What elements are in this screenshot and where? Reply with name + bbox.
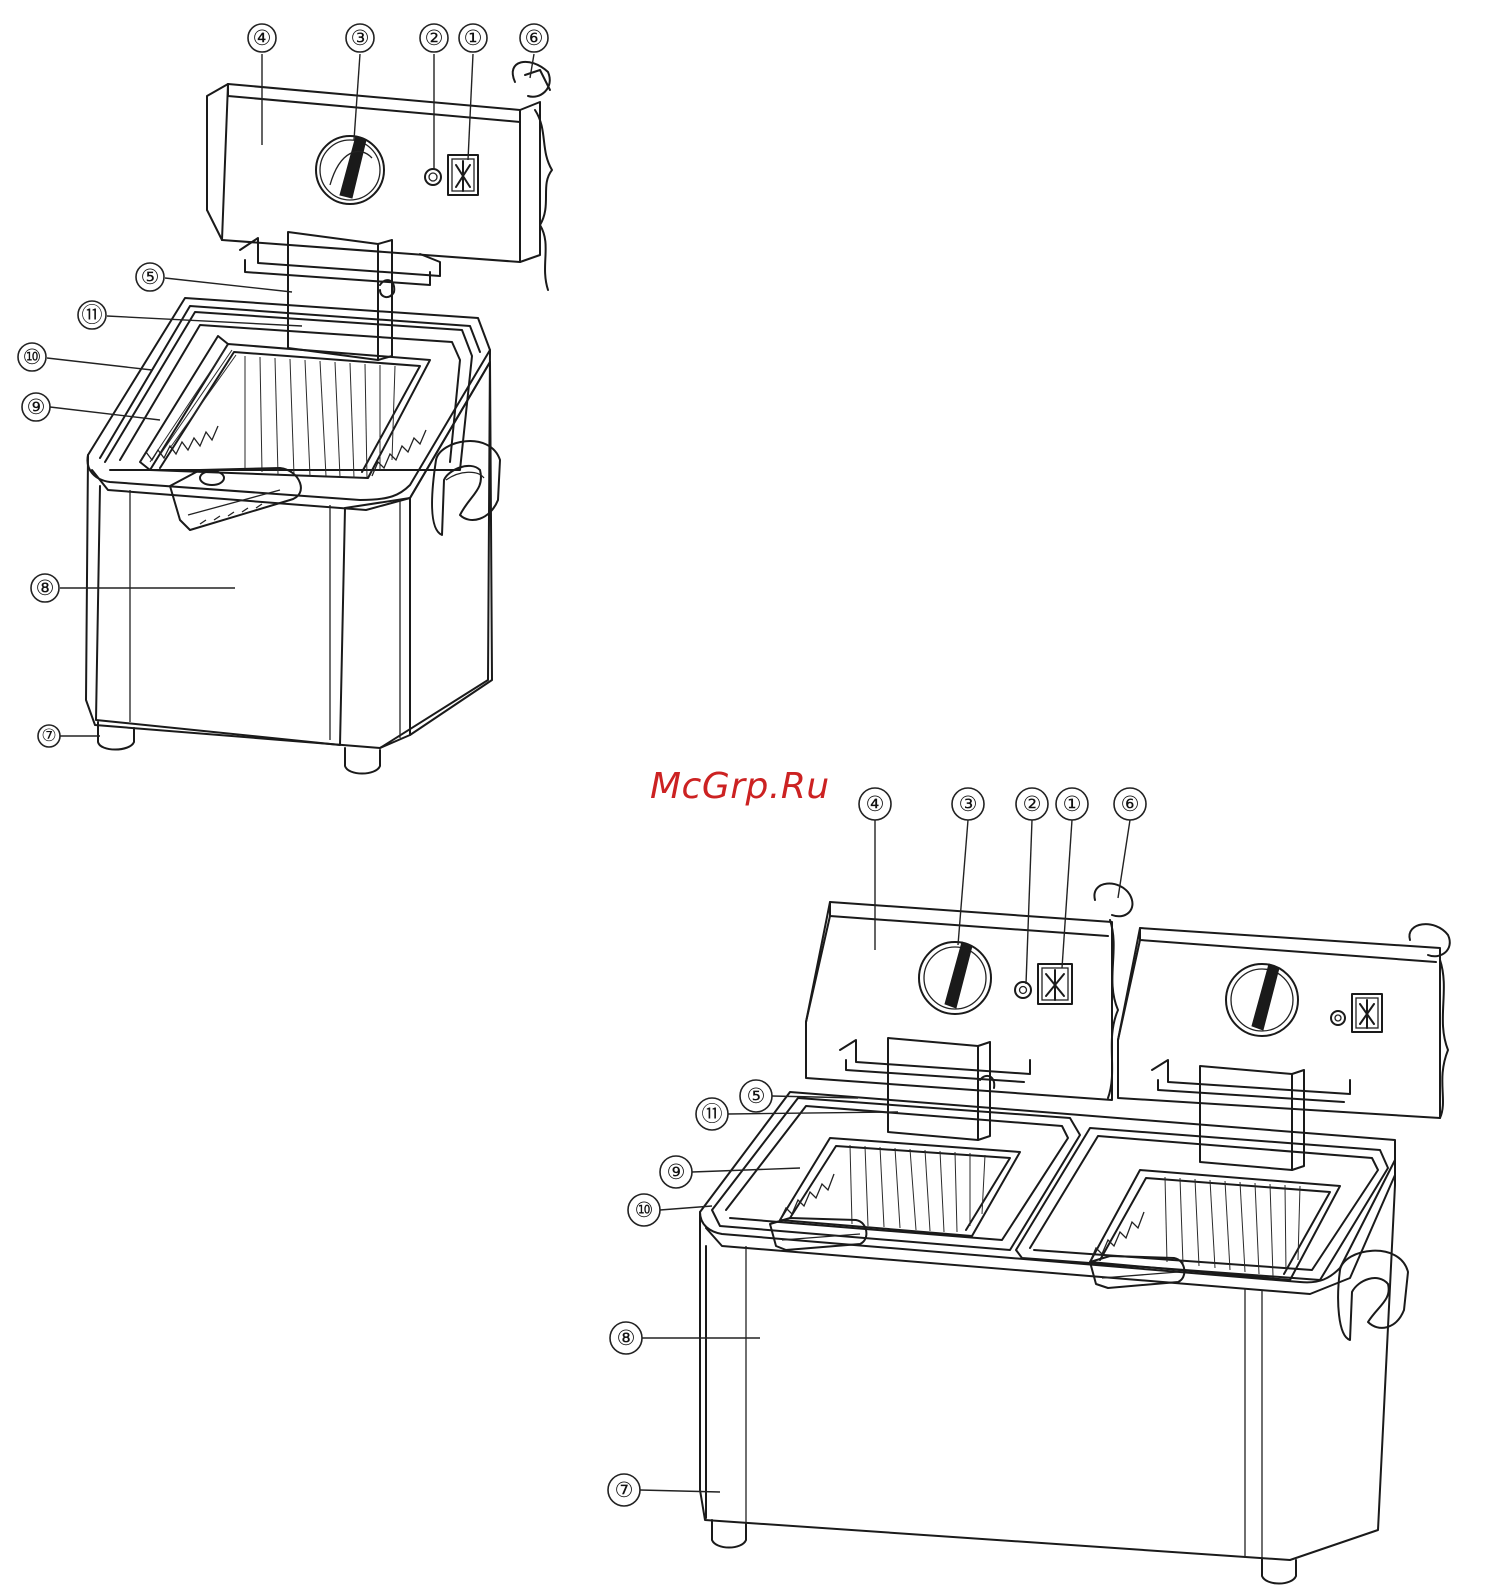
callout-5: ⑤ (740, 1080, 772, 1112)
callout-8: ⑧ (31, 574, 59, 602)
callout-9: ⑨ (22, 393, 50, 421)
svg-text:⑩: ⑩ (23, 345, 42, 369)
double-fryer-drawing (700, 884, 1450, 1584)
left-indicator-light-icon (1015, 982, 1031, 998)
double-fryer-callouts: ④ ③ ② ① ⑥ ⑤ ⑪ ⑨ ⑩ ⑧ ⑦ (608, 788, 1146, 1506)
svg-text:⑧: ⑧ (617, 1326, 636, 1350)
callout-4: ④ (248, 24, 276, 52)
svg-text:⑧: ⑧ (36, 576, 55, 600)
svg-text:⑨: ⑨ (667, 1160, 686, 1184)
svg-text:⑩: ⑩ (635, 1198, 654, 1222)
left-thermostat-knob-icon (919, 942, 991, 1014)
svg-text:⑤: ⑤ (141, 265, 160, 289)
svg-text:⑦: ⑦ (615, 1478, 634, 1502)
callout-11: ⑪ (696, 1098, 728, 1130)
callout-1: ① (1056, 788, 1088, 820)
svg-text:④: ④ (866, 792, 885, 816)
right-power-switch-icon (1352, 994, 1382, 1032)
callout-9: ⑨ (660, 1156, 692, 1188)
single-fryer-drawing (86, 62, 552, 774)
callout-10: ⑩ (18, 343, 46, 371)
callout-7: ⑦ (608, 1474, 640, 1506)
right-thermostat-knob-icon (1226, 964, 1298, 1036)
svg-text:②: ② (425, 26, 444, 50)
svg-text:⑪: ⑪ (702, 1102, 723, 1126)
callout-3: ③ (346, 24, 374, 52)
callout-3: ③ (952, 788, 984, 820)
svg-text:①: ① (464, 26, 483, 50)
svg-text:⑨: ⑨ (27, 395, 46, 419)
callout-1: ① (459, 24, 487, 52)
svg-text:③: ③ (351, 26, 370, 50)
callout-7: ⑦ (38, 725, 60, 747)
svg-text:⑥: ⑥ (1121, 792, 1140, 816)
svg-text:②: ② (1023, 792, 1042, 816)
svg-text:③: ③ (959, 792, 978, 816)
watermark: McGrp.Ru (650, 766, 830, 807)
callout-11: ⑪ (78, 301, 106, 329)
callout-8: ⑧ (610, 1322, 642, 1354)
svg-text:⑥: ⑥ (525, 26, 544, 50)
svg-text:⑪: ⑪ (82, 303, 103, 327)
callout-4: ④ (859, 788, 891, 820)
callout-10: ⑩ (628, 1194, 660, 1226)
indicator-light-icon (425, 169, 441, 185)
callout-2: ② (420, 24, 448, 52)
double-side-handle-icon (1338, 1251, 1408, 1340)
svg-text:④: ④ (253, 26, 272, 50)
right-indicator-light-icon (1331, 1011, 1345, 1025)
callout-2: ② (1016, 788, 1048, 820)
svg-text:①: ① (1063, 792, 1082, 816)
svg-text:⑦: ⑦ (41, 726, 56, 746)
power-switch-icon (448, 155, 478, 195)
callout-6: ⑥ (520, 24, 548, 52)
left-power-switch-icon (1038, 964, 1072, 1004)
svg-text:⑤: ⑤ (747, 1084, 766, 1108)
callout-6: ⑥ (1114, 788, 1146, 820)
callout-5: ⑤ (136, 263, 164, 291)
thermostat-knob-icon (316, 136, 384, 204)
